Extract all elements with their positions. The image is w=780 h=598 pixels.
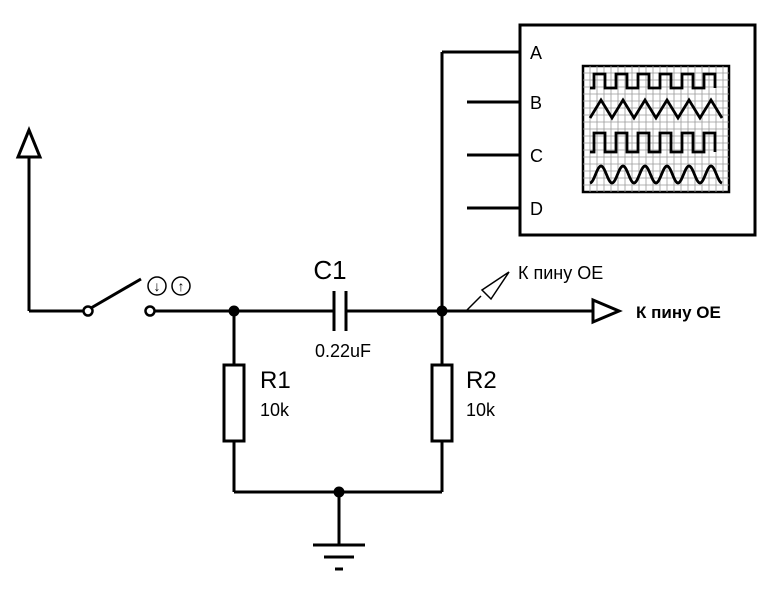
capacitor-c1[interactable] <box>332 291 348 331</box>
oscilloscope[interactable]: A B C D <box>518 23 757 237</box>
down-arrow-icon: ↓ <box>154 278 161 294</box>
resistor-r2-value-label: 10k <box>466 400 496 420</box>
oscilloscope-traces <box>588 72 724 185</box>
oscilloscope-channel-label: D <box>530 199 543 219</box>
junction-dot <box>436 305 448 317</box>
output-terminal-icon[interactable] <box>591 297 623 325</box>
capacitor-value-label: 0.22uF <box>315 341 371 361</box>
resistor-r1-value-label: 10k <box>260 400 290 420</box>
oscilloscope-channel-label: B <box>530 93 542 113</box>
capacitor-ref-label: C1 <box>313 255 346 285</box>
output-terminal-label: К пину ОЕ <box>636 303 721 322</box>
resistor-r2[interactable] <box>430 363 454 443</box>
spst-switch-icon[interactable] <box>82 277 235 317</box>
power-terminal-icon <box>15 126 84 313</box>
switch-up-button[interactable]: ↑ <box>171 276 191 296</box>
oscilloscope-trace-square <box>590 72 717 90</box>
junction-dot <box>228 305 240 317</box>
switch-down-button[interactable]: ↓ <box>147 276 167 296</box>
oscilloscope-trace-sine <box>589 164 723 185</box>
oscilloscope-trace-square <box>590 131 717 154</box>
oscilloscope-channel-label: A <box>530 43 542 63</box>
wires <box>232 50 593 494</box>
resistor-r2-ref-label: R2 <box>466 367 497 394</box>
ground-icon <box>313 492 365 571</box>
resistor-r1[interactable] <box>222 363 246 443</box>
probe-label: К пину ОЕ <box>518 263 603 283</box>
voltage-probe-icon[interactable] <box>465 271 510 312</box>
oscilloscope-channel-label: C <box>530 146 543 166</box>
up-arrow-icon: ↑ <box>178 278 185 294</box>
oscilloscope-trace-triangle <box>588 97 724 121</box>
resistor-r1-ref-label: R1 <box>260 367 291 394</box>
